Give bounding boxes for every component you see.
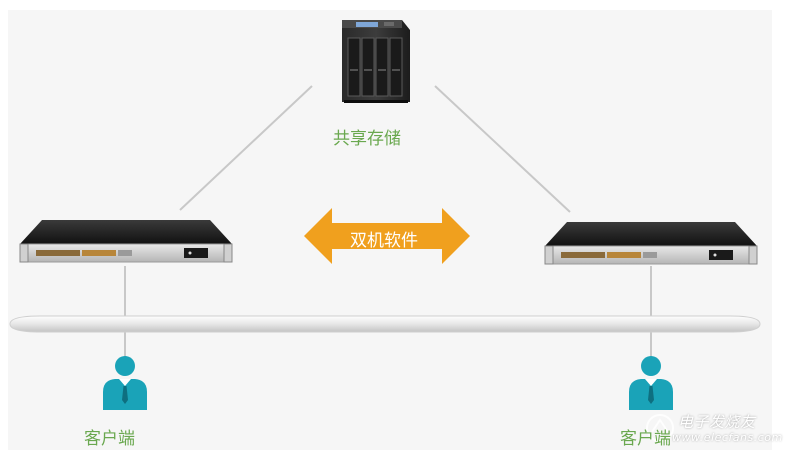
client-right-label: 客户端 [620, 429, 671, 449]
link-storage-left-server [179, 85, 313, 211]
rack-server-right-icon [544, 222, 758, 265]
watermark-title: 电子发烧友 [678, 413, 756, 431]
arrow-label: 双机软件 [350, 231, 418, 251]
user-left-icon [103, 356, 147, 410]
rack-server-left-icon [19, 220, 233, 263]
user-right-icon [629, 356, 673, 410]
watermark-logo-icon [646, 414, 674, 442]
network-bus [9, 315, 761, 333]
nas-storage-icon [342, 20, 410, 103]
storage-label: 共享存储 [333, 129, 401, 149]
client-left-label: 客户端 [84, 429, 135, 449]
watermark-url: www.elecfans.com [672, 431, 783, 444]
link-storage-right-server [434, 85, 571, 213]
double-arrow-icon [304, 208, 470, 264]
